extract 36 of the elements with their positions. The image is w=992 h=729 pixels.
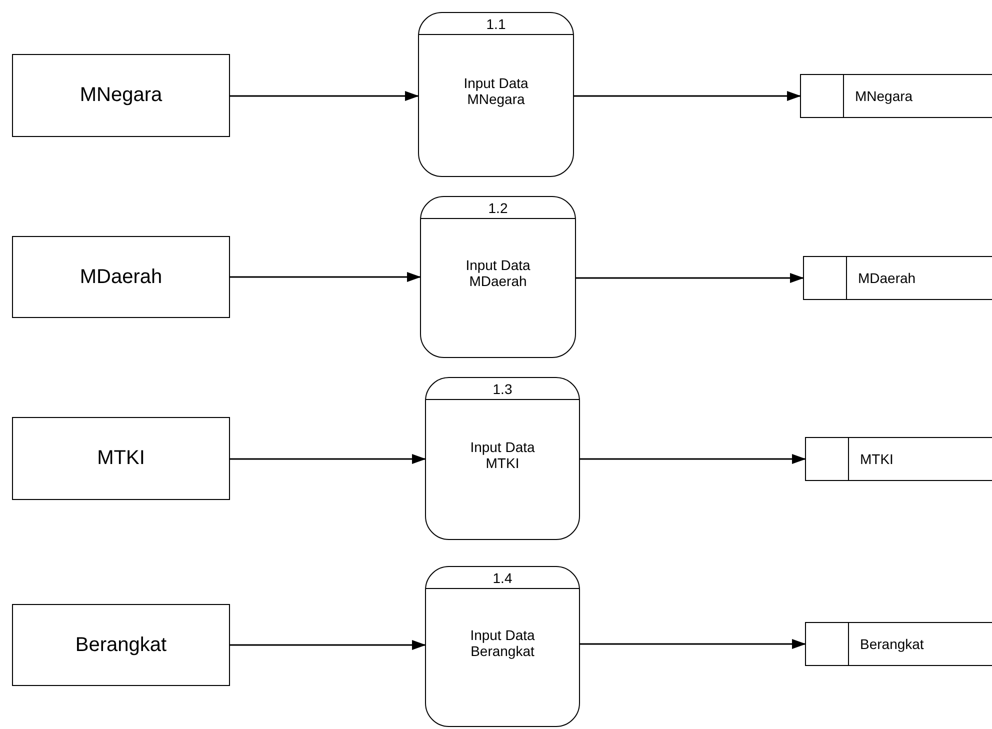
entity-label: MNegara (80, 84, 162, 107)
process-label: Input Data MNegara (462, 74, 530, 109)
entity-box (12, 604, 230, 686)
process-number: 1.4 (492, 570, 512, 586)
arrow (574, 91, 801, 101)
process-number: 1.2 (488, 200, 508, 216)
arrow (230, 640, 426, 650)
entity-label: MDaerah (80, 266, 162, 288)
process-label: Input Data MTKI (469, 438, 536, 472)
process-number: 1.1 (486, 16, 506, 32)
data-store (805, 622, 992, 666)
process-box (425, 377, 580, 540)
arrow (230, 454, 426, 464)
data-store (805, 437, 992, 481)
entity-box (12, 54, 230, 137)
data-store (800, 74, 992, 118)
arrow (230, 91, 419, 101)
entity-box (12, 417, 230, 500)
process-number: 1.3 (492, 380, 512, 396)
entity-label: MTKI (97, 447, 145, 470)
store-label: Berangkat (860, 636, 924, 652)
data-store (803, 256, 992, 300)
entity-label: Berangkat (75, 634, 167, 656)
arrow (576, 273, 804, 283)
process-box (418, 12, 574, 177)
arrow (580, 454, 806, 464)
arrow (230, 272, 421, 282)
store-label: MDaerah (858, 270, 916, 286)
store-label: MTKI (860, 451, 894, 467)
process-box (420, 196, 576, 358)
store-label: MNegara (855, 88, 913, 104)
process-box (425, 566, 580, 727)
process-label: Input Data MDaerah (464, 256, 532, 291)
arrow (580, 639, 806, 649)
entity-box (12, 236, 230, 318)
process-label: Input Data Berangkat (469, 626, 536, 661)
